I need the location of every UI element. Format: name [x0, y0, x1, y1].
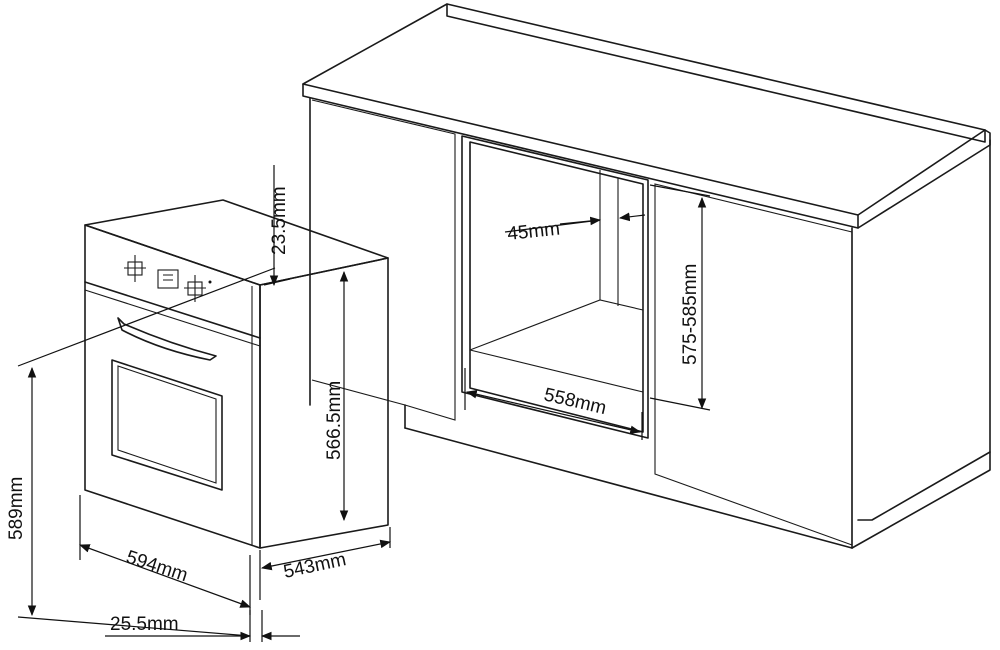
label-side-gap: 45mm: [506, 219, 561, 245]
dim-cutout-height: 575-585mm: [649, 184, 711, 411]
oven-unit: [84, 199, 389, 549]
dim-oven-height: 566.5mm: [324, 270, 349, 522]
dim-depth: 543mm: [259, 527, 392, 600]
label-total-height: 589mm: [6, 477, 27, 540]
label-width: 594mm: [123, 547, 190, 587]
dim-side-gap: 45mm: [504, 212, 646, 245]
label-front-thickness: 25.5mm: [110, 614, 179, 635]
cabinet: [302, 3, 991, 549]
dim-panel-height: 23.5mm: [263, 165, 291, 287]
label-depth: 543mm: [282, 549, 348, 583]
oven-control-knob-icon: [124, 255, 146, 282]
label-panel-height: 23.5mm: [269, 186, 290, 255]
label-oven-height: 566.5mm: [324, 381, 345, 460]
oven-timer-icon: [184, 275, 212, 302]
oven-display-icon: [157, 269, 179, 289]
label-cutout-height: 575-585mm: [680, 264, 701, 365]
dim-total-height: 589mm: [6, 267, 276, 637]
dim-front-thickness: 25.5mm: [105, 610, 300, 642]
dim-width: 594mm: [78, 495, 252, 615]
